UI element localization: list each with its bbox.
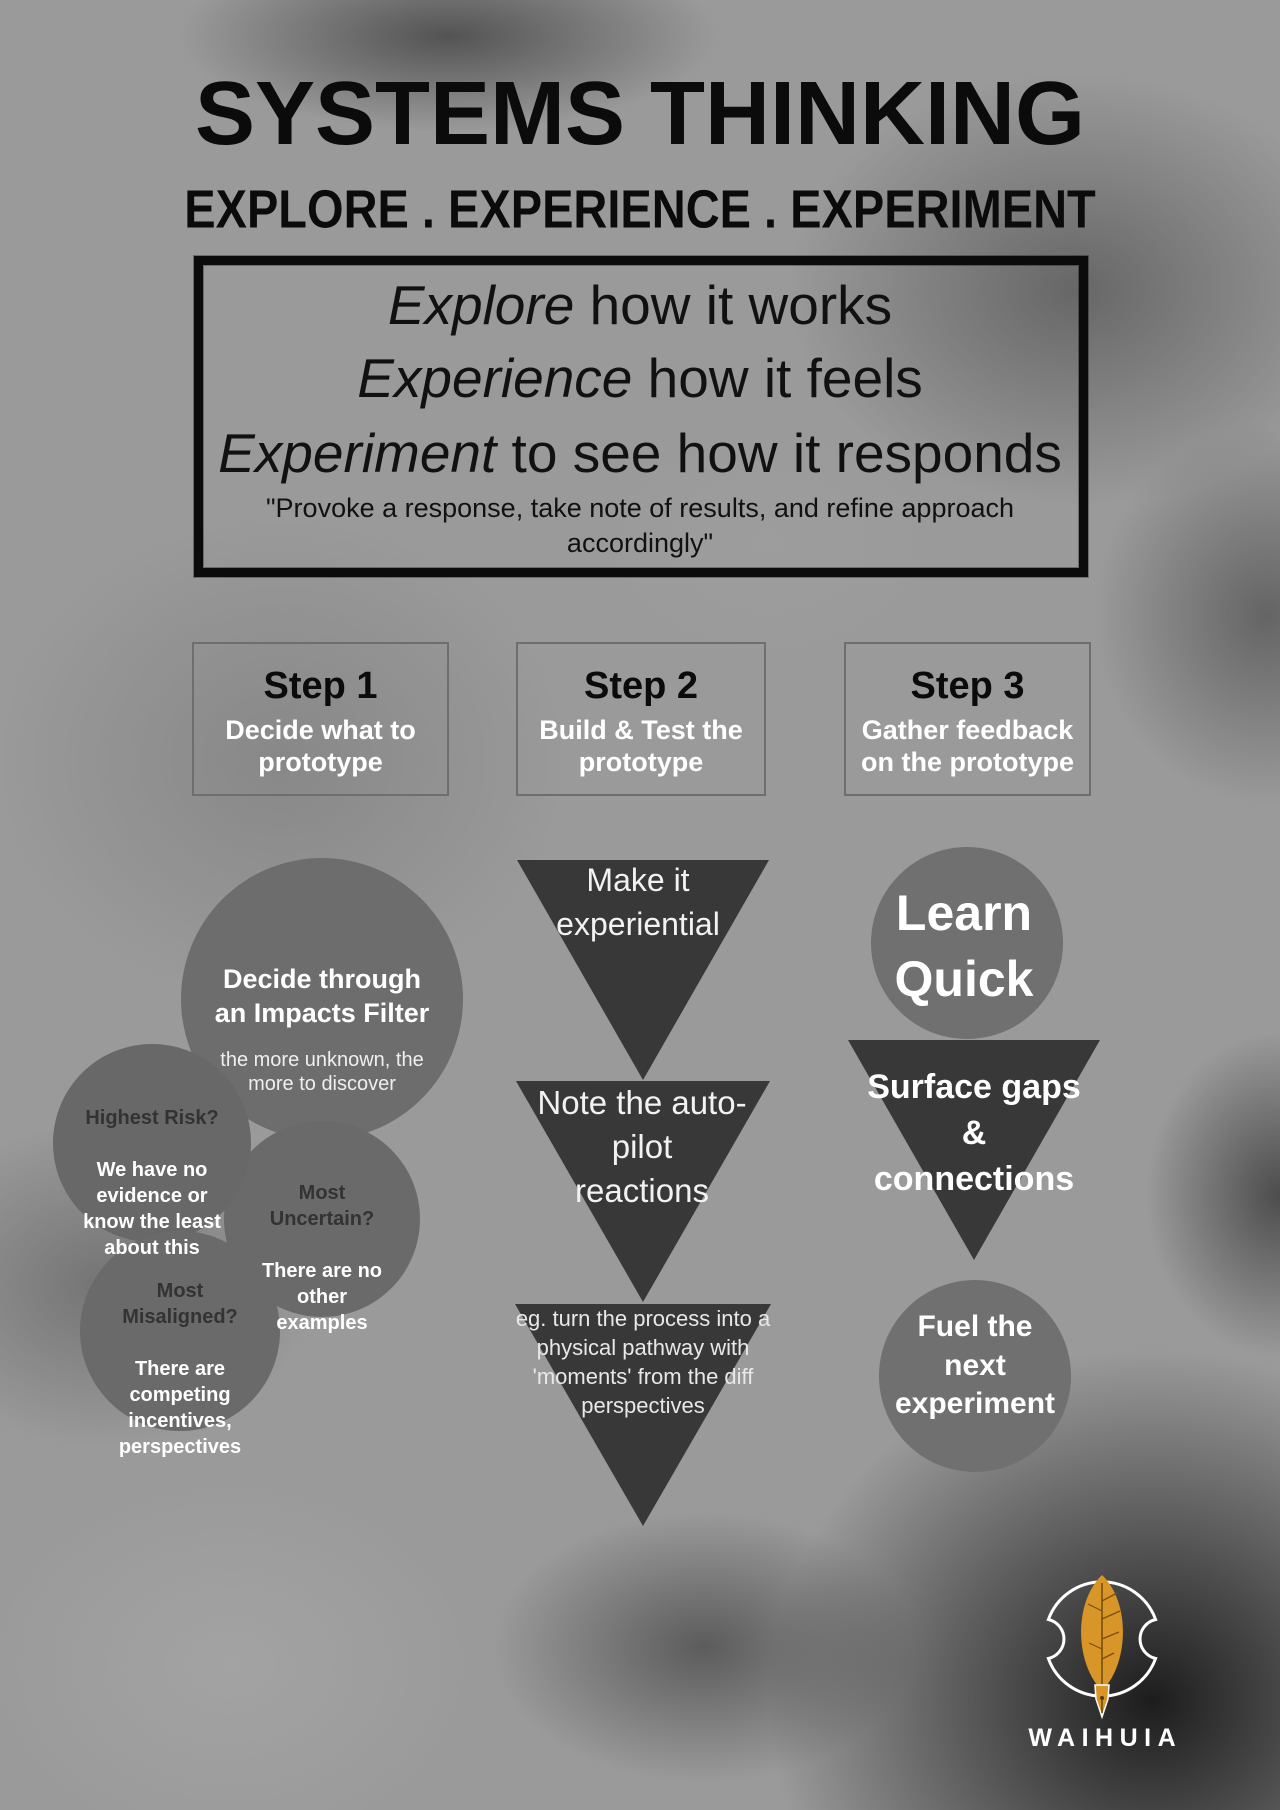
intro-quote: "Provoke a response, take note of result… (265, 493, 1015, 558)
criterion-question: Most Uncertain? (269, 1182, 375, 1230)
intro-rest: how it works (574, 274, 893, 336)
surface-gaps-text: Surface gaps & connections (867, 1068, 1081, 1198)
criterion-detail: We have no evidence or know the least ab… (83, 1159, 221, 1259)
impacts-filter-heading: Decide through an Impacts Filter (214, 964, 430, 1028)
most-misaligned-text: Most Misaligned? There are competing inc… (80, 1252, 280, 1486)
intro-box (194, 256, 1088, 577)
learn-quick-text: Learn Quick (894, 885, 1034, 1007)
intro-rest: how it feels (632, 347, 923, 409)
most-uncertain-text: Most Uncertain? There are no other examp… (222, 1154, 422, 1362)
example-pathway-text: eg. turn the process into a physical pat… (515, 1306, 771, 1418)
highest-risk-text: Highest Risk? We have no evidence or kno… (52, 1079, 252, 1287)
step-description: Build & Test the prototype (539, 715, 743, 777)
learn-quick-circle (871, 847, 1063, 1039)
step-description: Gather feedback on the prototype (861, 715, 1074, 777)
poster-subtitle: EXPLORE . EXPERIENCE . EXPERIMENT (184, 178, 1096, 239)
impacts-filter-text: Decide through an Impacts Filter the mor… (172, 944, 472, 1114)
most-misaligned-circle (80, 1231, 280, 1431)
step-label: Step 3 (910, 665, 1025, 707)
criterion-question: Most Misaligned? (122, 1280, 238, 1328)
step-description: Decide what to prototype (225, 715, 416, 777)
feather-icon (1046, 1575, 1158, 1720)
intro-verb: Experience (357, 347, 633, 409)
step-2-box: Step 2 Build & Test the prototype (516, 642, 766, 796)
highest-risk-circle (53, 1044, 251, 1242)
poster-title: SYSTEMS THINKING (194, 64, 1086, 164)
criterion-question: Highest Risk? (85, 1107, 219, 1129)
step-1-box: Step 1 Decide what to prototype (192, 642, 449, 796)
criterion-detail: There are no other examples (261, 1260, 383, 1334)
intro-rest: to see how it responds (496, 422, 1062, 484)
intro-line-experiment: Experiment to see how it responds (0, 426, 1280, 481)
criterion-detail: There are competing incentives, perspect… (118, 1358, 242, 1458)
impacts-filter-note: the more unknown, the more to discover (220, 1049, 424, 1095)
intro-verb: Experiment (218, 422, 497, 484)
fuel-next-experiment-circle (879, 1280, 1071, 1472)
step-3-box: Step 3 Gather feedback on the prototype (844, 642, 1091, 796)
step-label: Step 1 (263, 665, 378, 707)
logo-wordmark: WAIHUIA (1028, 1724, 1183, 1752)
auto-pilot-reactions-text: Note the auto- pilot reactions (537, 1084, 747, 1209)
intro-verb: Explore (387, 274, 575, 336)
fuel-next-experiment-text: Fuel the next experiment (894, 1310, 1056, 1420)
intro-line-experience: Experience how it feels (0, 351, 1280, 406)
make-it-experiential-text: Make it experiential (556, 862, 720, 942)
step-label: Step 2 (583, 665, 699, 707)
intro-line-explore: Explore how it works (0, 278, 1280, 333)
